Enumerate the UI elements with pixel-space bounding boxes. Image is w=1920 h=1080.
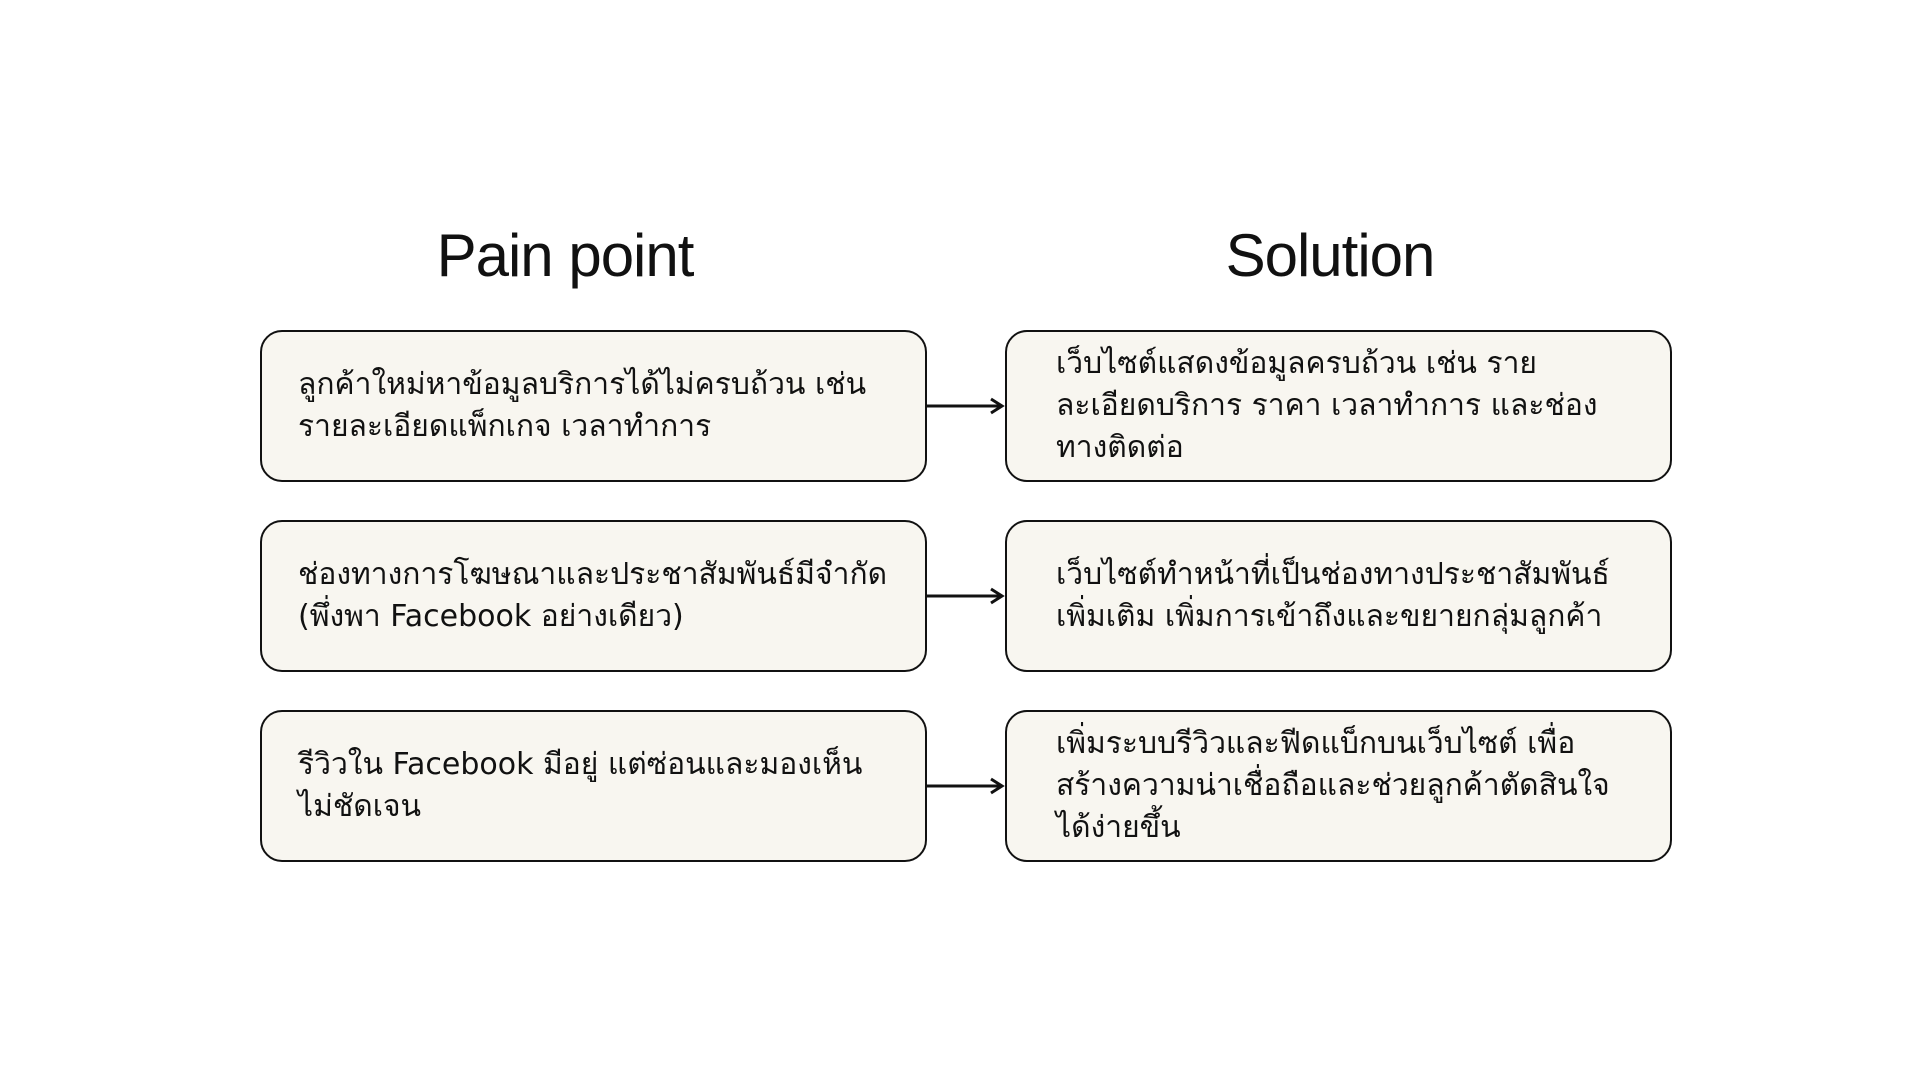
arrow-icon-2 [927, 587, 1005, 605]
pain-point-box-3: รีวิวใน Facebook มีอยู่ แต่ซ่อนและมองเห็… [260, 710, 927, 862]
solution-box-1: เว็บไซต์แสดงข้อมูลครบถ้วน เช่น รายละเอีย… [1005, 330, 1672, 482]
solution-box-2: เว็บไซต์ทำหน้าที่เป็นช่องทางประชาสัมพันธ… [1005, 520, 1672, 672]
solution-heading: Solution [1225, 222, 1436, 289]
solution-box-3: เพิ่มระบบรีวิวและฟีดแบ็กบนเว็บไซต์ เพื่อ… [1005, 710, 1672, 862]
arrow-icon-3 [927, 777, 1005, 795]
solution-text-1: เว็บไซต์แสดงข้อมูลครบถ้วน เช่น รายละเอีย… [1056, 346, 1598, 465]
solution-text-3: เพิ่มระบบรีวิวและฟีดแบ็กบนเว็บไซต์ เพื่อ… [1056, 726, 1610, 845]
pain-point-text-3: รีวิวใน Facebook มีอยู่ แต่ซ่อนและมองเห็… [298, 747, 863, 824]
pain-point-box-2: ช่องทางการโฆษณาและประชาสัมพันธ์มีจำกัด (… [260, 520, 927, 672]
solution-text-2: เว็บไซต์ทำหน้าที่เป็นช่องทางประชาสัมพันธ… [1056, 557, 1610, 634]
arrow-icon-1 [927, 397, 1005, 415]
pain-point-text-2: ช่องทางการโฆษณาและประชาสัมพันธ์มีจำกัด (… [298, 557, 888, 634]
pain-point-box-1: ลูกค้าใหม่หาข้อมูลบริการได้ไม่ครบถ้วน เช… [260, 330, 927, 482]
pain-point-text-1: ลูกค้าใหม่หาข้อมูลบริการได้ไม่ครบถ้วน เช… [298, 367, 867, 444]
pain-point-heading: Pain point [436, 222, 695, 289]
